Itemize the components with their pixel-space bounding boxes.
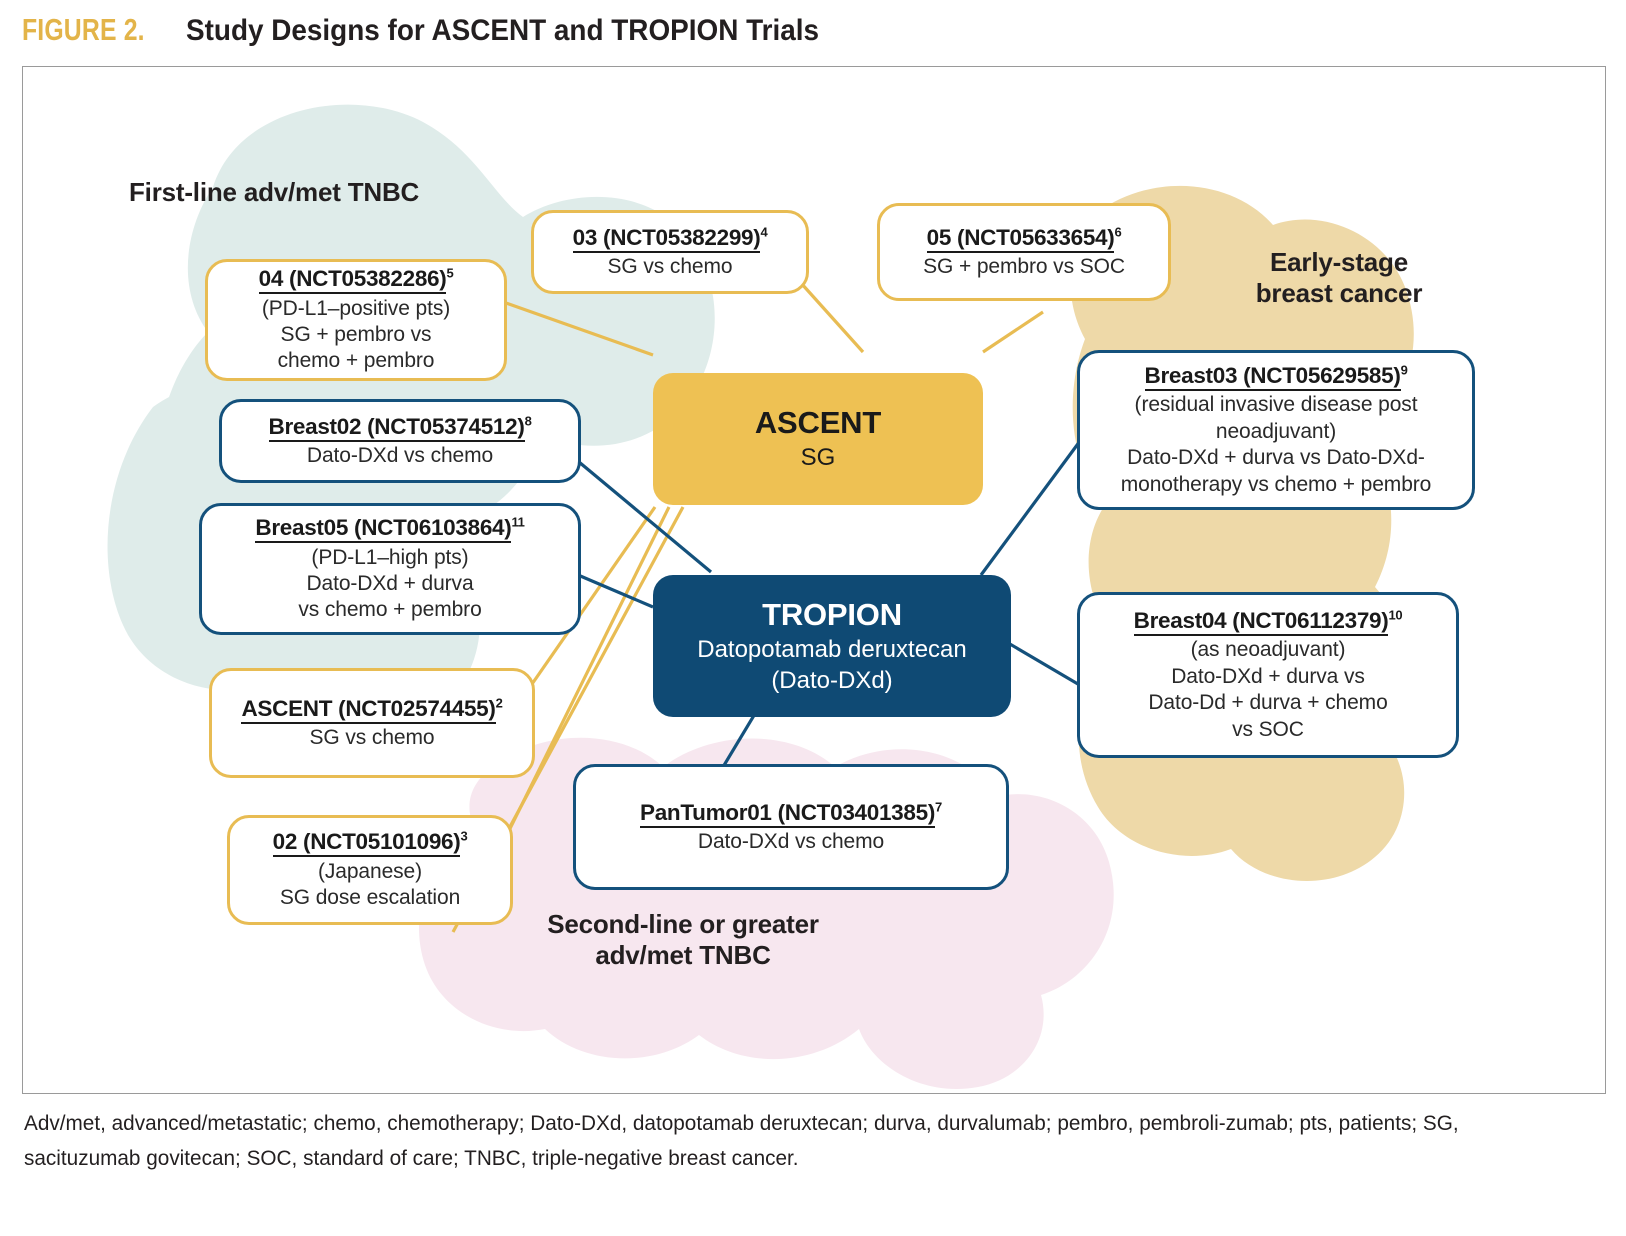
region-label-early-stage: Early-stage breast cancer	[1255, 247, 1423, 308]
study-title-breast04: Breast04 (NCT06112379)10	[1133, 607, 1403, 636]
figure-title: Study Designs for ASCENT and TROPION Tri…	[186, 14, 820, 47]
study-detail-ascent05: SG + pembro vs SOC	[923, 254, 1125, 278]
study-detail-pantumor01: Dato-DXd vs chemo	[697, 829, 885, 853]
study-detail-ascent-main: SG vs chemo	[309, 725, 435, 749]
region-label-second-line: Second-line or greater adv/met TNBC	[547, 909, 819, 970]
study-detail-ascent02: (Japanese) SG dose escalation	[279, 859, 461, 910]
study-title-ascent02: 02 (NCT05101096)3	[272, 828, 468, 858]
study-node-pantumor01[interactable]: PanTumor01 (NCT03401385)7 Dato-DXd vs ch…	[573, 764, 1009, 890]
study-title-pantumor01: PanTumor01 (NCT03401385)7	[640, 799, 942, 828]
hub-ascent[interactable]: ASCENT SG	[653, 373, 983, 505]
study-node-ascent02[interactable]: 02 (NCT05101096)3 (Japanese) SG dose esc…	[227, 815, 513, 925]
study-title-ascent04: 04 (NCT05382286)5	[258, 265, 454, 295]
study-node-ascent-main[interactable]: ASCENT (NCT02574455)2 SG vs chemo	[209, 668, 535, 778]
figure-number-label: FIGURE 2.	[22, 12, 145, 47]
study-detail-breast03: (residual invasive disease post neoadjuv…	[1120, 393, 1432, 496]
diagram-canvas: First-line adv/met TNBC Early-stage brea…	[23, 67, 1605, 1093]
study-detail-ascent03: SG vs chemo	[607, 254, 733, 278]
hub-tropion-name: TROPION	[762, 596, 902, 632]
study-detail-breast04: (as neoadjuvant) Dato-DXd + durva vs Dat…	[1148, 638, 1388, 741]
study-node-breast04[interactable]: Breast04 (NCT06112379)10 (as neoadjuvant…	[1077, 592, 1459, 758]
study-detail-ascent04: (PD-L1–positive pts) SG + pembro vs chem…	[261, 296, 451, 373]
study-detail-breast05: (PD-L1–high pts) Dato-DXd + durva vs che…	[298, 545, 482, 622]
study-node-breast02[interactable]: Breast02 (NCT05374512)8 Dato-DXd vs chem…	[219, 399, 581, 483]
study-node-ascent05[interactable]: 05 (NCT05633654)6 SG + pembro vs SOC	[877, 203, 1171, 301]
link-ascent04-to-ascent	[488, 295, 654, 357]
hub-tropion-drug: Datopotamab deruxtecan (Dato-DXd)	[697, 635, 967, 694]
study-title-breast02: Breast02 (NCT05374512)8	[268, 413, 532, 442]
link-breast05-to-tropion	[570, 570, 654, 609]
link-ascent-main-to-ascent	[521, 506, 657, 698]
figure-header: FIGURE 2. Study Designs for ASCENT and T…	[22, 12, 867, 48]
link-ascent05-to-ascent	[982, 310, 1044, 354]
hub-tropion[interactable]: TROPION Datopotamab deruxtecan (Dato-DXd…	[653, 575, 1011, 717]
study-title-ascent05: 05 (NCT05633654)6	[926, 224, 1122, 253]
study-node-breast03[interactable]: Breast03 (NCT05629585)9 (residual invasi…	[1077, 350, 1475, 510]
region-label-first-line: First-line adv/met TNBC	[129, 177, 420, 207]
study-title-ascent03: 03 (NCT05382299)4	[572, 224, 768, 253]
link-breast02-to-tropion	[577, 460, 713, 574]
figure-frame: First-line adv/met TNBC Early-stage brea…	[22, 66, 1606, 1094]
hub-ascent-drug: SG	[800, 444, 836, 472]
study-title-breast03: Breast03 (NCT05629585)9	[1144, 362, 1408, 391]
link-breast03-to-tropion	[979, 436, 1085, 576]
study-detail-breast02: Dato-DXd vs chemo	[306, 443, 494, 467]
study-title-ascent-main: ASCENT (NCT02574455)2	[241, 695, 503, 724]
study-node-ascent03[interactable]: 03 (NCT05382299)4 SG vs chemo	[531, 210, 809, 294]
study-node-ascent04[interactable]: 04 (NCT05382286)5 (PD-L1–positive pts) S…	[205, 259, 507, 381]
figure-footnote: Adv/met, advanced/metastatic; chemo, che…	[24, 1111, 1459, 1170]
study-title-breast05: Breast05 (NCT06103864)11	[255, 514, 525, 544]
study-node-breast05[interactable]: Breast05 (NCT06103864)11 (PD-L1–high pts…	[199, 503, 581, 635]
hub-ascent-name: ASCENT	[754, 405, 882, 441]
